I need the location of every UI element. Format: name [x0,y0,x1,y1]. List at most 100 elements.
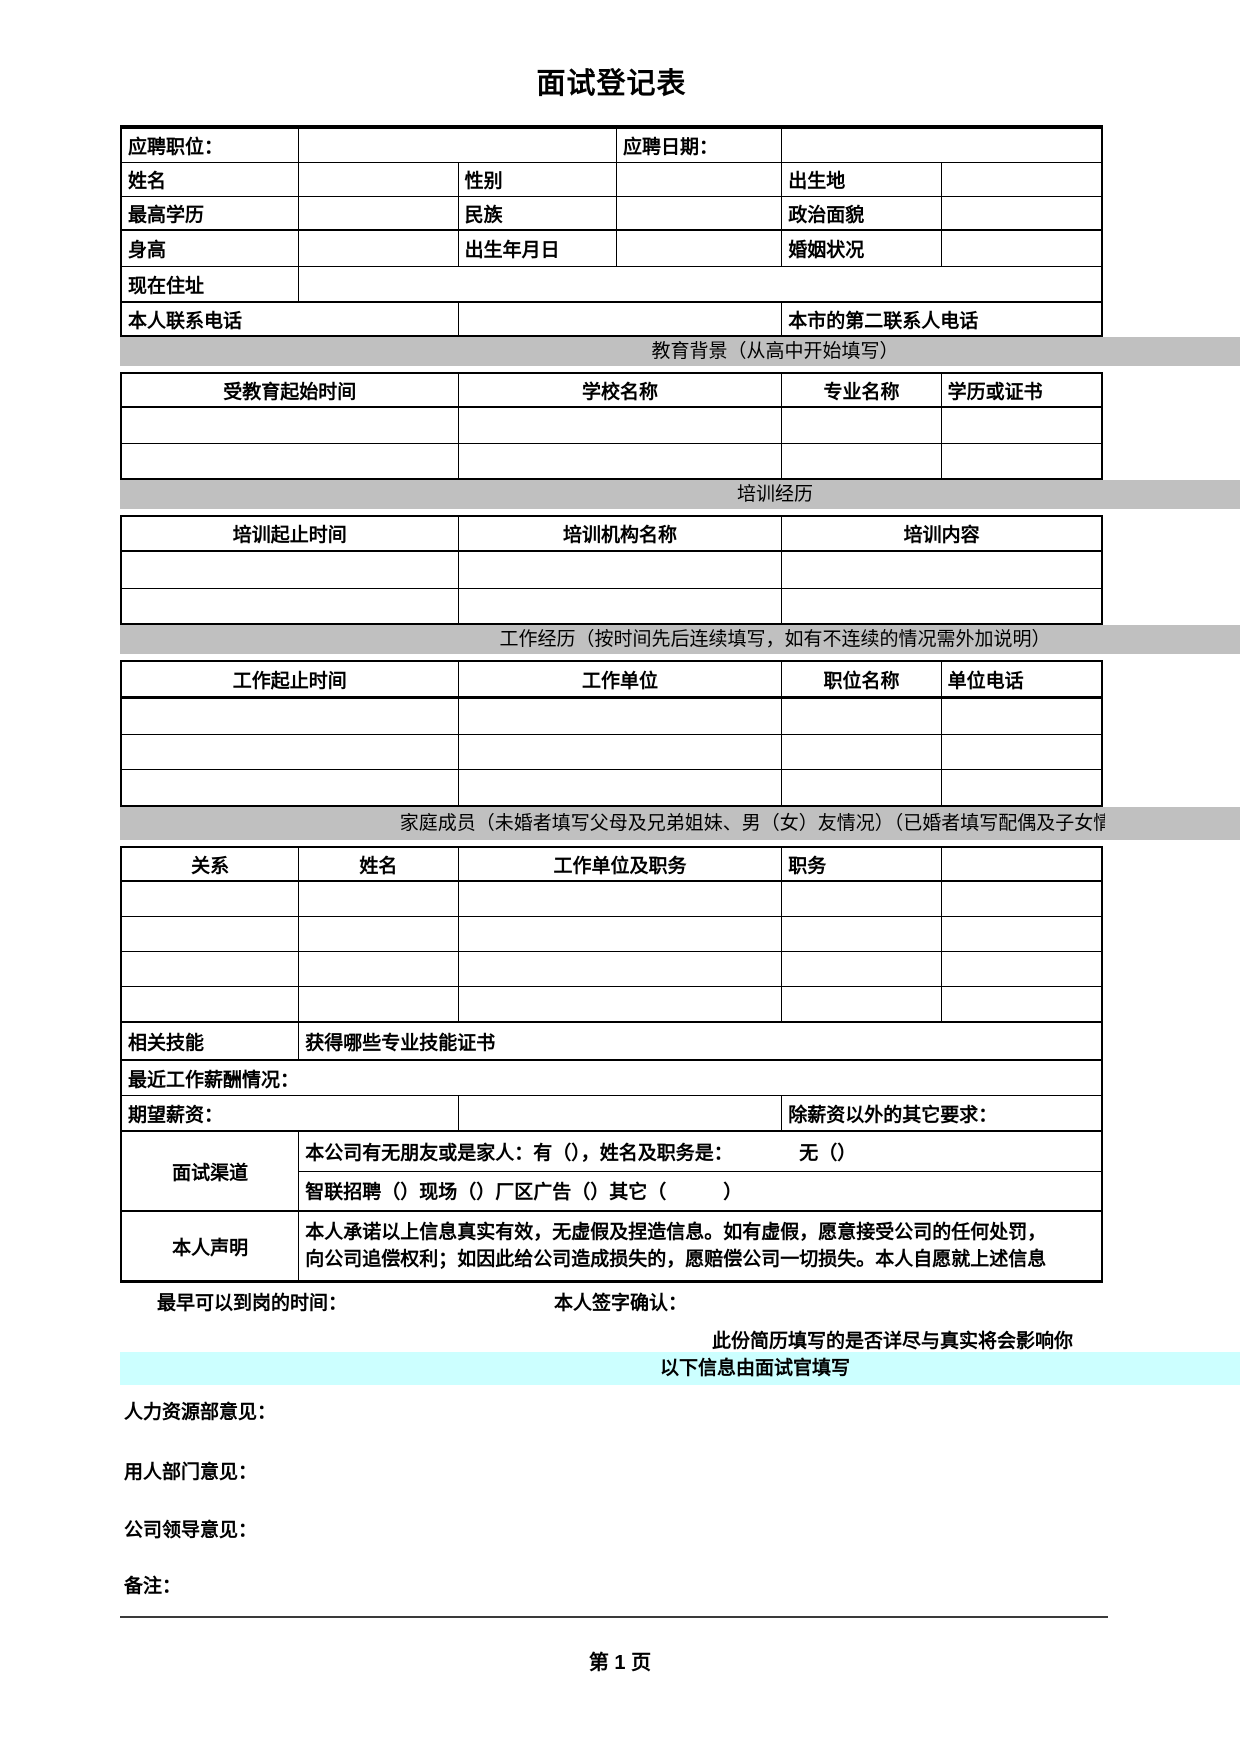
work-period-input[interactable] [122,735,459,769]
work-phone-input[interactable] [942,770,1101,805]
family-position-input[interactable] [782,882,942,916]
family-position-input[interactable] [782,952,942,986]
channel-friends-family-line[interactable]: 本公司有无朋友或是家人：有（），姓名及职务是： 无（） [299,1132,1101,1172]
family-name-input[interactable] [299,917,459,951]
work-position-input[interactable] [782,699,942,734]
second-contact-phone-label: 本市的第二联系人电话 [788,310,979,332]
marital-status-input[interactable] [942,231,1101,266]
training-section-band: 培训经历 [120,480,1240,509]
work-company-input[interactable] [459,699,783,734]
row-interview-channel: 面试渠道 本公司有无朋友或是家人：有（），姓名及职务是： 无（） 智联招聘（）现… [122,1130,1101,1210]
training-row [122,550,1101,588]
education-major-input[interactable] [782,444,942,478]
training-period-input[interactable] [122,552,459,588]
current-address-label: 现在住址 [122,267,300,301]
apply-date-input[interactable] [782,129,1101,162]
family-header-relation: 关系 [122,848,300,880]
family-workunit-input[interactable] [459,882,783,916]
family-workunit-input[interactable] [459,952,783,986]
family-extra-input[interactable] [942,882,1101,916]
family-workunit-input[interactable] [459,917,783,951]
family-name-input[interactable] [299,882,459,916]
education-period-input[interactable] [122,408,459,443]
declaration-line-1: 本人承诺以上信息真实有效，无虚假及捏造信息。如有虚假，愿意接受公司的任何处罚， [305,1222,1047,1243]
education-school-input[interactable] [459,408,783,443]
contact-phone-input[interactable] [459,303,783,335]
family-position-input[interactable] [782,917,942,951]
family-name-input[interactable] [299,952,459,986]
work-period-input[interactable] [122,699,459,734]
birthdate-input[interactable] [617,231,783,266]
row-skills: 相关技能 获得哪些专业技能证书 [122,1021,1101,1059]
education-degree-input[interactable] [942,444,1101,478]
family-row [122,880,1101,916]
birthplace-input[interactable] [942,163,1101,196]
name-input[interactable] [299,163,459,196]
birthdate-label: 出生年月日 [459,231,617,266]
family-header-name: 姓名 [299,848,459,880]
family-header-position: 职务 [782,848,942,880]
interview-channel-options: 本公司有无朋友或是家人：有（），姓名及职务是： 无（） 智联招聘（）现场（）厂区… [299,1132,1101,1210]
apply-position-input[interactable] [299,129,617,162]
training-content-input[interactable] [782,552,1101,588]
training-header-row: 培训起止时间 培训机构名称 培训内容 [122,517,1101,550]
education-major-input[interactable] [782,408,942,443]
family-extra-input[interactable] [942,952,1101,986]
work-position-input[interactable] [782,770,942,805]
family-workunit-input[interactable] [459,987,783,1021]
family-name-input[interactable] [299,987,459,1021]
family-position-input[interactable] [782,987,942,1021]
family-relation-input[interactable] [122,952,300,986]
education-band-title: 教育背景（从高中开始填写） [651,341,899,362]
basic-info-section: 应聘职位： 应聘日期： 姓名 性别 出生地 最高学历 民族 政治面貌 [120,125,1103,337]
birthplace-label: 出生地 [782,163,942,196]
interview-channel-label: 面试渠道 [122,1132,300,1210]
row-recent-salary: 最近工作薪酬情况： [122,1059,1101,1095]
work-section: 工作起止时间 工作单位 职位名称 单位电话 [120,660,1103,807]
channel-source-line[interactable]: 智联招聘（）现场（）厂区广告（）其它（ ） [305,1182,743,1203]
height-input[interactable] [299,231,459,266]
work-period-input[interactable] [122,770,459,805]
height-label: 身高 [122,231,300,266]
education-period-input[interactable] [122,444,459,478]
training-row [122,588,1101,623]
education-row [122,406,1101,443]
family-extra-input[interactable] [942,987,1101,1021]
work-phone-input[interactable] [942,699,1101,734]
education-degree-input[interactable] [942,408,1101,443]
work-phone-input[interactable] [942,735,1101,769]
education-header-period: 受教育起始时间 [122,374,459,406]
work-header-row: 工作起止时间 工作单位 职位名称 单位电话 [122,662,1101,696]
education-header-degree: 学历或证书 [947,381,1043,403]
family-section-band: 家庭成员（未婚者填写父母及兄弟姐妹、男（女）友情况）（已婚者填写配偶及子女情况） [120,807,1240,840]
skills-hint[interactable]: 获得哪些专业技能证书 [305,1032,496,1054]
highest-education-input[interactable] [299,197,459,229]
expected-salary-input[interactable] [459,1096,783,1130]
family-relation-input[interactable] [122,987,300,1021]
family-row [122,986,1101,1021]
gender-input[interactable] [617,163,783,196]
recent-salary-label[interactable]: 最近工作薪酬情况： [128,1069,300,1091]
training-content-input[interactable] [782,589,1101,623]
family-relation-input[interactable] [122,882,300,916]
current-address-input[interactable] [299,267,1101,301]
family-relation-input[interactable] [122,917,300,951]
work-row [122,734,1101,769]
ethnicity-input[interactable] [617,197,783,229]
work-company-input[interactable] [459,735,783,769]
work-header-period: 工作起止时间 [122,662,459,696]
training-institution-input[interactable] [459,552,783,588]
training-period-input[interactable] [122,589,459,623]
work-company-input[interactable] [459,770,783,805]
highest-education-label: 最高学历 [122,197,300,229]
gender-label: 性别 [459,163,617,196]
education-school-input[interactable] [459,444,783,478]
interviewer-band-title: 以下信息由面试官填写 [659,1358,850,1379]
family-extra-input[interactable] [942,917,1101,951]
political-status-input[interactable] [942,197,1101,229]
row-declaration: 本人声明 本人承诺以上信息真实有效，无虚假及捏造信息。如有虚假，愿意接受公司的任… [122,1210,1101,1280]
training-institution-input[interactable] [459,589,783,623]
other-requirements-label[interactable]: 除薪资以外的其它要求： [788,1104,998,1126]
work-header-company: 工作单位 [459,662,783,696]
work-position-input[interactable] [782,735,942,769]
